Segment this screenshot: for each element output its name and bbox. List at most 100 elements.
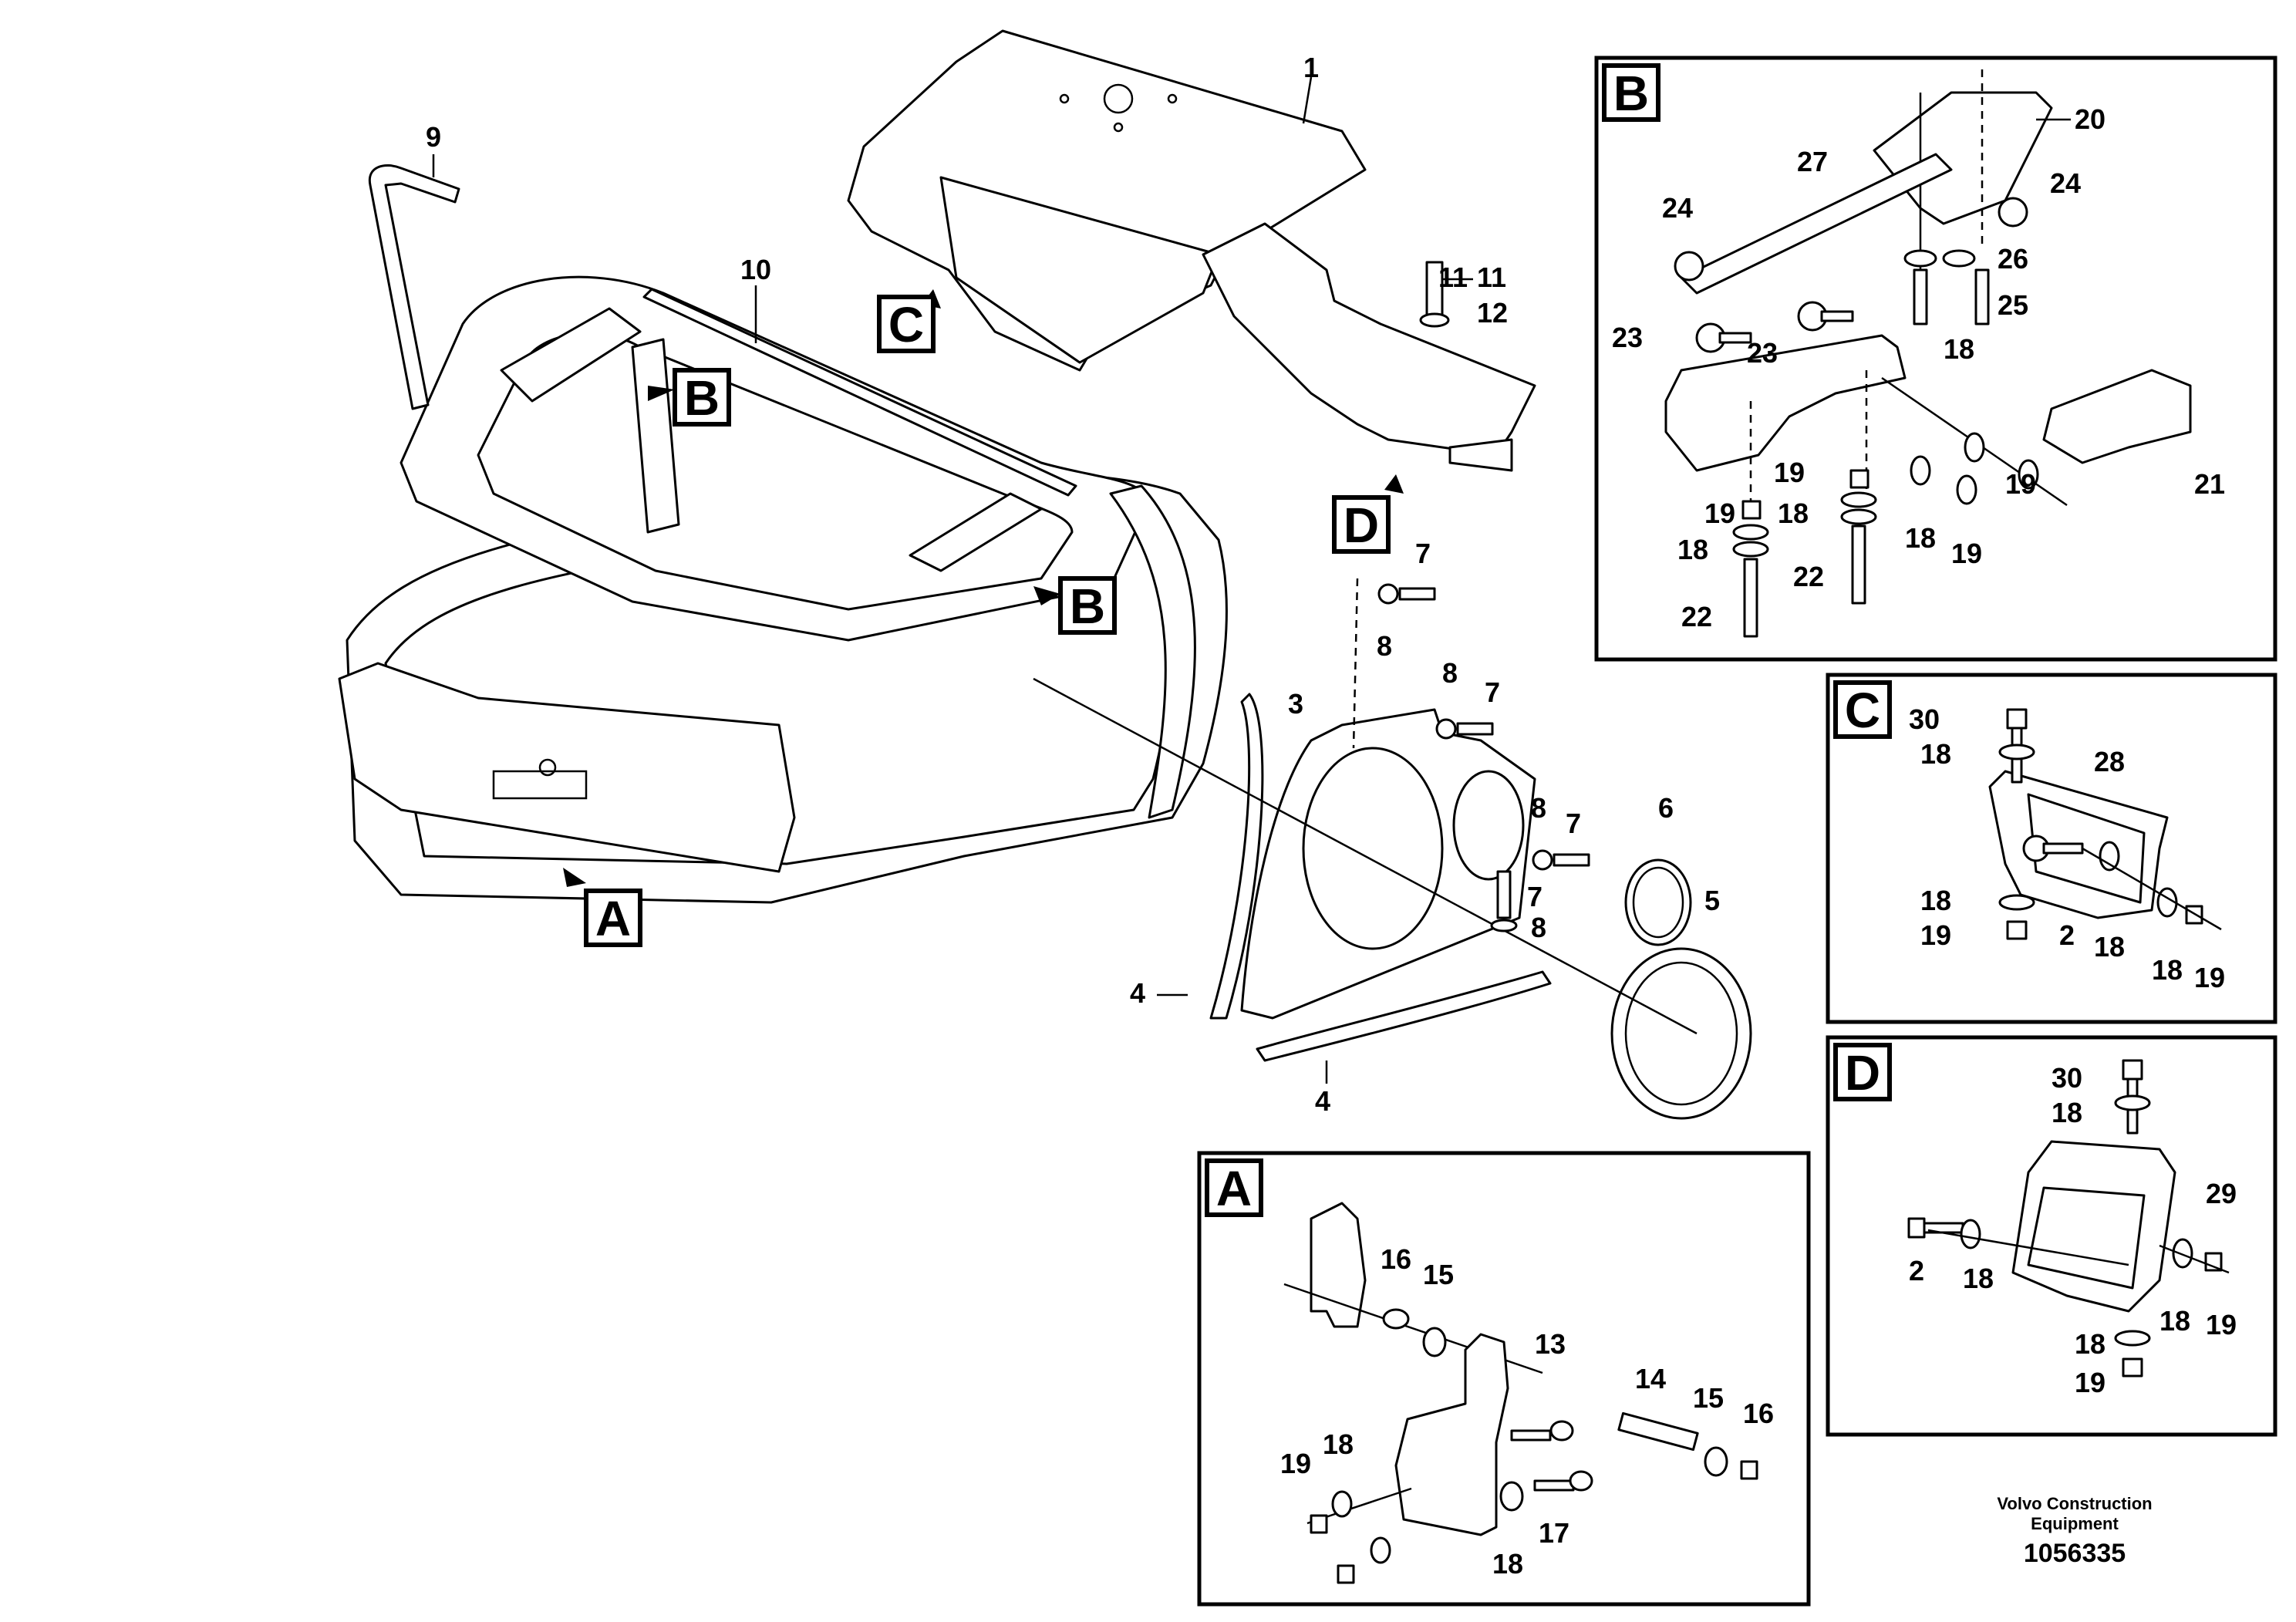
label-2b: 2	[1909, 1255, 1924, 1286]
label-25: 25	[1998, 289, 2028, 321]
callout-c: C	[888, 297, 924, 352]
label-19b: 19	[2005, 468, 2036, 500]
detail-b-panel: B	[1594, 56, 2277, 662]
label-18m: 18	[1323, 1428, 1354, 1460]
label-14: 14	[1635, 1363, 1666, 1394]
label-19f: 19	[2194, 962, 2225, 993]
label-18d: 18	[1677, 534, 1708, 565]
label-11: 11	[1438, 261, 1468, 293]
label-28: 28	[2094, 746, 2125, 777]
label-18a: 18	[1944, 333, 1974, 365]
label-18i: 18	[2052, 1097, 2082, 1128]
detail-a-panel: A	[1197, 1151, 1811, 1607]
label-8d: 8	[1531, 912, 1546, 943]
bent-rod-9	[368, 164, 460, 410]
callout-a: A	[595, 891, 631, 946]
main-callout-b1: B	[648, 368, 731, 427]
label-30a: 30	[1909, 703, 1940, 735]
main-callout-d: D	[1332, 474, 1404, 554]
label-18l: 18	[2075, 1328, 2106, 1360]
callout-b-lower: B	[1070, 578, 1105, 634]
label-5: 5	[1704, 885, 1720, 916]
label-3: 3	[1288, 688, 1303, 720]
label-15b: 15	[1693, 1382, 1724, 1414]
label-24b: 24	[2050, 167, 2081, 199]
label-8a: 8	[1377, 630, 1392, 662]
label-21: 21	[2194, 468, 2225, 500]
label-7c: 7	[1566, 808, 1581, 839]
company-line-2: Equipment	[2031, 1514, 2119, 1533]
label-23b: 23	[1747, 337, 1778, 369]
label-30b: 30	[2052, 1062, 2082, 1094]
label-7b: 7	[1485, 676, 1500, 708]
label-6: 6	[1658, 792, 1674, 824]
detail-d-title: D	[1845, 1045, 1880, 1101]
label-18h: 18	[2152, 954, 2183, 986]
label-18j: 18	[1963, 1263, 1994, 1294]
label-18g: 18	[2094, 931, 2125, 963]
label-23a: 23	[1612, 322, 1643, 353]
main-part-numbers: 1 9 10 11 11 12 7 8 8 7 3 8 7 6 5 7 8 4 …	[426, 52, 1720, 1117]
company-line-1: Volvo Construction	[1997, 1494, 2152, 1513]
label-22a: 22	[1793, 561, 1824, 592]
label-22b: 22	[1681, 601, 1712, 632]
label-24a: 24	[1662, 192, 1693, 224]
label-8c: 8	[1531, 792, 1546, 824]
label-16a: 16	[1381, 1243, 1411, 1275]
strip-10	[642, 288, 1077, 497]
label-15a: 15	[1423, 1259, 1454, 1290]
label-7d: 7	[1527, 881, 1542, 912]
detail-c-panel: C	[1826, 673, 2277, 1024]
callout-d: D	[1344, 497, 1379, 553]
label-18e: 18	[1920, 738, 1951, 770]
detail-b-numbers: 20 27 24 24 26 25 23 23 18 21 19 19 19 1…	[1612, 103, 2225, 632]
label-9: 9	[426, 121, 441, 153]
label-18n: 18	[1492, 1548, 1523, 1580]
bolt-11-washer-12	[1419, 261, 1450, 328]
detail-c-numbers: 30 18 28 18 19 2 18 18 19	[1909, 703, 2225, 993]
label-27: 27	[1797, 146, 1828, 177]
rear-window-assembly	[1033, 578, 1752, 1120]
label-16b: 16	[1743, 1398, 1774, 1429]
label-11-text: 11	[1477, 261, 1506, 293]
main-callout-a: A	[563, 868, 642, 947]
label-4a: 4	[1130, 977, 1145, 1009]
main-callout-b2: B	[1033, 576, 1117, 635]
detail-b-title: B	[1613, 66, 1649, 121]
label-1: 1	[1303, 52, 1319, 83]
label-19g: 19	[2206, 1309, 2237, 1340]
label-19a: 19	[1774, 457, 1805, 488]
roof-panel	[847, 29, 1536, 472]
drawing-number: 1056335	[2024, 1539, 2126, 1568]
label-2a: 2	[2059, 919, 2075, 951]
callout-b-upper: B	[684, 370, 720, 426]
label-19d: 19	[1951, 538, 1982, 569]
detail-a-numbers: 16 15 13 14 15 16 19 18 17 18	[1280, 1243, 1774, 1580]
cab-frame	[338, 275, 1228, 904]
label-17: 17	[1539, 1517, 1569, 1549]
label-18k: 18	[2159, 1305, 2190, 1337]
label-13: 13	[1535, 1328, 1566, 1360]
label-18b: 18	[1778, 497, 1809, 529]
detail-a-title: A	[1216, 1161, 1252, 1216]
label-26: 26	[1998, 243, 2028, 275]
footer: Volvo Construction Equipment 1056335	[1997, 1494, 2152, 1568]
label-19e: 19	[1920, 919, 1951, 951]
detail-c-title: C	[1845, 683, 1880, 738]
label-18f: 18	[1920, 885, 1951, 916]
label-7a: 7	[1415, 538, 1431, 569]
label-4b: 4	[1315, 1085, 1330, 1117]
main-callout-c: C	[877, 289, 941, 353]
label-18c: 18	[1905, 522, 1936, 554]
label-19c: 19	[1704, 497, 1735, 529]
label-8b: 8	[1442, 657, 1458, 689]
label-20: 20	[2075, 103, 2106, 135]
label-19i: 19	[1280, 1448, 1311, 1479]
detail-d-numbers: 30 18 29 2 18 18 19 18 19	[1909, 1062, 2237, 1398]
label-19h: 19	[2075, 1367, 2106, 1398]
label-29: 29	[2206, 1178, 2237, 1209]
label-12: 12	[1477, 297, 1508, 329]
label-10: 10	[740, 254, 771, 285]
detail-d-panel: D	[1826, 1035, 2277, 1437]
